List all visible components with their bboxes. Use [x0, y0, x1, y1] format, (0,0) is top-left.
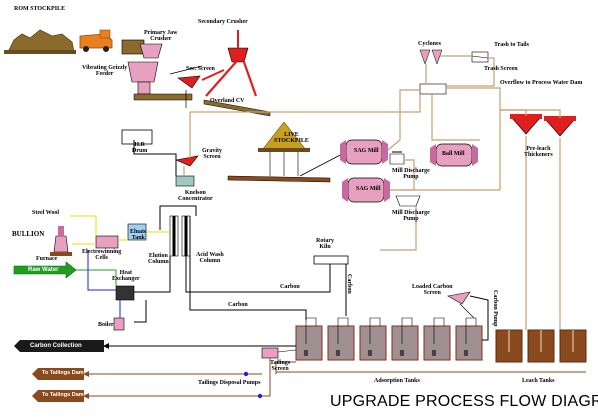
feed-conveyor	[227, 151, 347, 183]
label-hr-drum: H.R Drum	[132, 142, 148, 154]
label-carbon-2: Carbon	[228, 302, 248, 308]
label-electrowinning-cells: Electrowinning Cells	[82, 249, 122, 261]
vibrating-grizzly-feeder	[127, 61, 193, 101]
heat-exchanger	[115, 285, 135, 301]
label-trash-to-tails: Trash to Tails	[494, 42, 529, 48]
hr-drum	[121, 129, 153, 145]
acid-wash-column	[181, 215, 191, 257]
label-overflow-process-water: Overflow to Process Water Dam	[500, 80, 583, 86]
label-leach-tanks: Leach Tanks	[522, 378, 555, 384]
label-sag-mill-1: SAG Mill	[354, 148, 379, 154]
mill-discharge-pump-1	[389, 151, 405, 165]
leach-tanks	[495, 329, 587, 363]
label-adsorption-tanks: Adsorption Tanks	[374, 378, 420, 384]
label-overland-cv: Overland CV	[210, 98, 245, 104]
primary-jaw-crusher	[121, 39, 163, 59]
elution-column	[169, 215, 179, 257]
label-tailings-disposal-pumps: Tailings Disposal Pumps	[198, 380, 261, 386]
label-raw-water: Raw Water	[28, 267, 59, 273]
live-stockpile	[258, 121, 310, 176]
carbon-collection-arrow	[14, 340, 104, 352]
diagram-title: UPGRADE PROCESS FLOW DIAGRAM	[330, 393, 598, 410]
carbon-pump-line	[469, 295, 489, 341]
label-gravity-screen: Gravity Screen	[202, 148, 222, 160]
loaded-carbon-screen	[447, 291, 475, 319]
label-carbon-pump: Carbon Pump	[492, 290, 498, 327]
label-tailings-screen: Tailings Screen	[270, 360, 291, 372]
to-tailings-dam-arrow-2	[32, 390, 84, 402]
label-sec-screen: Sec. Screen	[186, 66, 215, 72]
gravity-screen	[174, 155, 199, 167]
label-mill-discharge-pump-1: Mill Discharge Pump	[392, 168, 430, 180]
label-rom-stockpile: ROM STOCKPILE	[14, 6, 66, 12]
sag-mill-2	[342, 177, 390, 203]
label-primary-jaw-crusher: Primary Jaw Crusher	[144, 30, 178, 42]
slurry-lines	[183, 55, 561, 330]
label-rotary-kiln: Rotary Kiln	[316, 238, 334, 250]
label-bullion: BULLION	[12, 230, 45, 238]
label-trash-screen: Trash Screen	[484, 66, 518, 72]
label-live-stockpile: LIVE STOCKPILE	[274, 132, 309, 144]
label-to-tailings-dam-1: To Tailings Dam	[42, 370, 84, 376]
elution-lines	[70, 140, 347, 323]
rotary-kiln	[313, 255, 349, 265]
label-vibrating-grizzly-feeder: Vibrating Grizzly Feeder	[82, 65, 128, 77]
label-carbon-vertical: Carbon	[346, 274, 352, 294]
electrowinning-cells	[95, 235, 119, 249]
secondary-crusher	[201, 30, 258, 97]
label-elution-column: Elution Column	[148, 253, 169, 265]
mill-discharge-pump-2	[395, 195, 421, 207]
raw-water-arrow	[13, 261, 77, 279]
label-to-tailings-dam-2: To Tailings Dam	[42, 392, 84, 398]
ball-mill	[430, 143, 478, 167]
label-carbon-collection: Carbon Collection	[30, 343, 82, 349]
to-tailings-dam-arrow-1	[32, 368, 84, 380]
label-acid-wash-column: Acid Wash Column	[196, 252, 224, 264]
label-ball-mill: Ball Mill	[442, 151, 465, 157]
cyclones	[419, 49, 443, 65]
label-cyclones: Cyclones	[418, 41, 441, 47]
label-boiler: Boiler	[98, 322, 114, 328]
label-steel-wool: Steel Wool	[32, 210, 60, 216]
label-carbon-1: Carbon	[280, 284, 300, 290]
rom-stockpile	[4, 29, 76, 54]
label-mill-discharge-pump-2: Mill Discharge Pump	[392, 210, 430, 222]
knelson-concentrator	[175, 175, 195, 187]
trash-screen	[471, 51, 489, 63]
label-eluate-tank: Eluate Tank	[130, 229, 147, 241]
tailings-screen	[261, 347, 297, 359]
label-pre-leach-thickeners: Pre-leach Thickeners	[524, 146, 553, 158]
sag-mill-1	[340, 139, 388, 165]
secondary-screen	[169, 65, 203, 108]
label-secondary-crusher: Secondary Crusher	[198, 19, 248, 25]
label-sag-mill-2: SAG Mill	[356, 186, 381, 192]
label-furnace: Furnace	[36, 256, 58, 262]
boiler	[113, 317, 125, 331]
label-loaded-carbon-screen: Loaded Carbon Screen	[412, 284, 453, 296]
label-heat-exchanger: Heat Exchanger	[112, 270, 140, 282]
adsorption-tanks	[295, 317, 483, 361]
tailings-lines	[83, 343, 586, 399]
furnace	[50, 226, 72, 256]
distribution-box	[419, 83, 447, 95]
haul-truck-icon	[79, 29, 113, 52]
label-knelson-concentrator: Knelson Concentrator	[178, 190, 213, 202]
tailings-pumps	[243, 371, 263, 399]
pre-leach-thickener-2	[544, 116, 576, 137]
pre-leach-thickener-1	[510, 114, 542, 135]
